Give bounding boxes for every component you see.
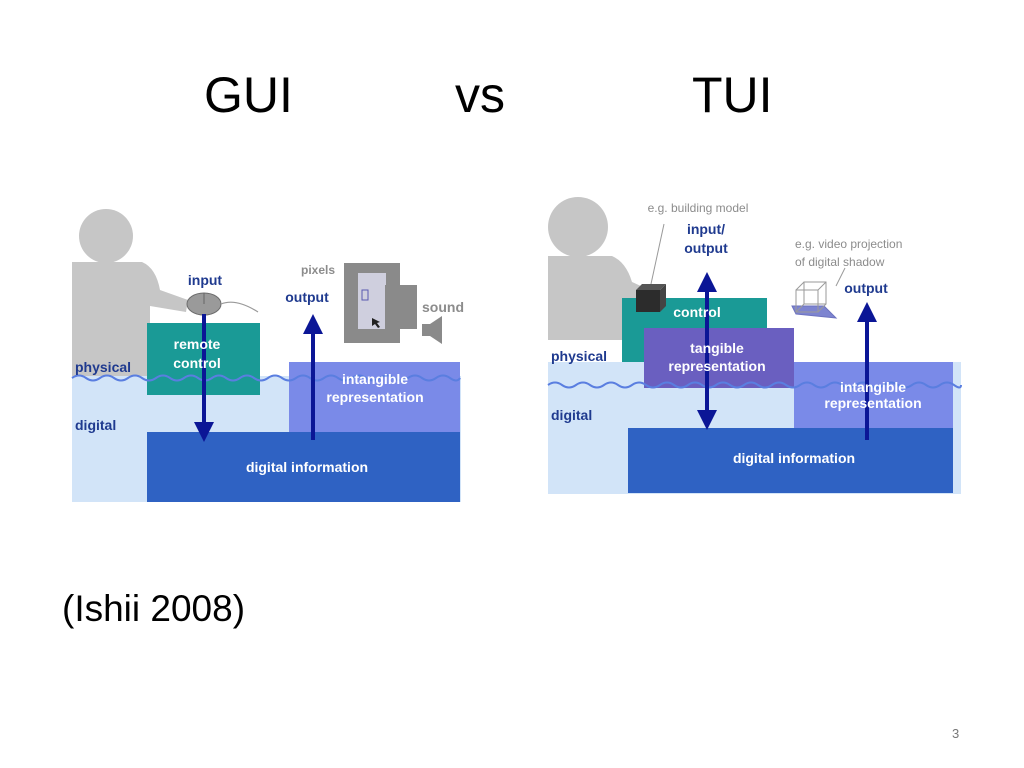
tui-physical-label: physical <box>551 348 607 364</box>
title-gui: GUI <box>204 67 293 123</box>
gui-physical-label: physical <box>75 359 131 375</box>
wireframe-cube-icon <box>791 281 838 319</box>
control-label: control <box>173 355 220 371</box>
tui-digital-information-box <box>628 428 953 493</box>
tangible-representation-box <box>644 328 794 388</box>
tui-intangible-label: intangible <box>840 379 906 395</box>
pixels-label: pixels <box>301 263 335 277</box>
gui-output-label: output <box>285 289 329 305</box>
tui-input-label: input/ <box>687 221 725 237</box>
tui-digital-information-label: digital information <box>733 450 855 466</box>
sound-label: sound <box>422 299 464 315</box>
remote-label: remote <box>174 336 221 352</box>
gui-input-label: input <box>188 272 223 288</box>
video-projection-note-line1: e.g. video projection <box>795 237 902 251</box>
page-number: 3 <box>952 726 960 741</box>
tui-output-label-top: output <box>684 240 728 256</box>
citation: (Ishii 2008) <box>62 588 246 629</box>
building-model-note: e.g. building model <box>648 201 749 215</box>
gui-intangible-box <box>289 362 460 434</box>
video-projection-note-line2: of digital shadow <box>795 255 885 269</box>
title-vs: vs <box>455 67 505 123</box>
gui-digital-information-box <box>147 432 460 502</box>
gui-intangible-label: intangible <box>342 371 408 387</box>
tui-person-icon <box>548 197 650 340</box>
mouse-icon <box>186 292 259 316</box>
tui-representation-label: representation <box>824 395 921 411</box>
speaker-icon <box>422 316 442 344</box>
video-projection-leader-line <box>835 267 846 287</box>
tui-diagram: e.g. building model input/ output e.g. v… <box>547 197 962 494</box>
tangible-representation-label: representation <box>668 358 765 374</box>
building-model-cube-icon <box>636 284 666 312</box>
gui-person-icon <box>72 209 188 376</box>
tui-control-label: control <box>673 304 720 320</box>
tangible-label: tangible <box>690 340 744 356</box>
tui-output-label: output <box>844 280 888 296</box>
gui-digital-information-label: digital information <box>246 459 368 475</box>
gui-diagram: input output pixels sound remote control… <box>71 209 464 502</box>
gui-water-line <box>71 374 461 382</box>
gui-digital-label: digital <box>75 417 116 433</box>
building-model-leader-line <box>650 223 665 285</box>
tui-intangible-box <box>794 362 953 430</box>
tui-digital-label: digital <box>551 407 592 423</box>
title-tui: TUI <box>692 67 773 123</box>
tui-water-line <box>547 381 962 389</box>
gui-representation-label: representation <box>326 389 423 405</box>
monitor-icon <box>344 263 417 343</box>
